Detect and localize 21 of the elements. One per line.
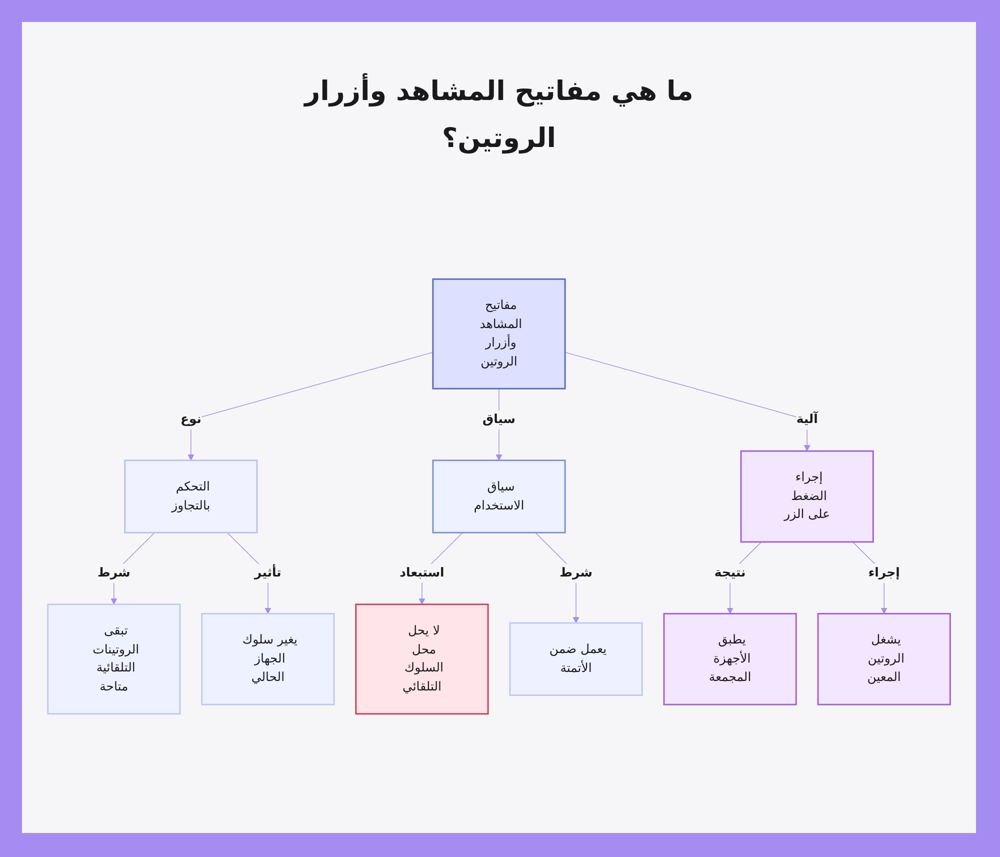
- edge-label: إجراء: [868, 564, 900, 582]
- edge-label: نتيجة: [714, 564, 746, 582]
- edge-label: شرط: [560, 564, 592, 582]
- arrow: [564, 352, 810, 452]
- edge-label: تأثير: [254, 564, 282, 582]
- process-box: يشغل الروتين المعين: [817, 612, 951, 706]
- process-box: سياق الاستخدام: [432, 460, 566, 534]
- process-box: يطبق الأجهزة المجمعة: [663, 612, 797, 706]
- process-box: تبقى الروتينات التلقائية متاحة: [47, 604, 181, 715]
- edge-label: استبعاد: [400, 564, 444, 582]
- process-box: يعمل ضمن الأتمتة: [509, 622, 643, 696]
- process-box: التحكم بالتجاوز: [124, 460, 258, 534]
- process-box: إجراء الضغط على الزر: [740, 450, 874, 543]
- arrow: [188, 352, 434, 461]
- edge-label: سياق: [482, 410, 516, 430]
- process-box: مفاتيح المشاهد وأزرار الروتين: [432, 278, 566, 390]
- edge-label: آلية: [796, 410, 818, 430]
- process-box: لا يحل محل السلوك التلقائي: [355, 604, 489, 715]
- process-box: يغير سلوك الجهاز الحالي: [201, 612, 335, 706]
- title: ما هي مفاتيح المشاهد وأزرار الروتين؟: [289, 68, 709, 162]
- edge-label: شرط: [98, 564, 130, 582]
